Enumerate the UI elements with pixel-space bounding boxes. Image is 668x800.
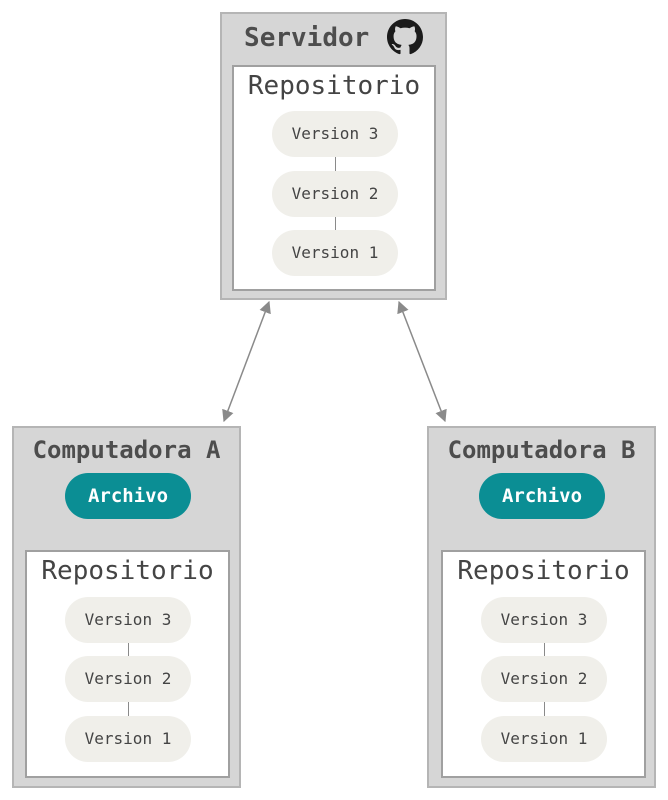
version-3-node: Version 3 [272, 111, 398, 157]
version-2-node: Version 2 [272, 171, 398, 217]
file-node-b: Archivo [479, 473, 605, 519]
computer-a-title: Computadora A [32, 436, 221, 464]
computer-b-box: Computadora B Archivo Repositorio Versio… [427, 426, 656, 788]
server-title-row: Servidor [222, 18, 445, 56]
repository-title: Repositorio [247, 71, 421, 101]
computer-b-repository: Repositorio Version 3 Version 2 Version … [441, 550, 646, 778]
sync-arrow-server-b [397, 300, 447, 423]
server-repository: Repositorio Version 3 Version 2 Version … [232, 65, 436, 291]
computer-a-repository: Repositorio Version 3 Version 2 Version … [25, 550, 230, 778]
version-1-node: Version 1 [272, 230, 398, 276]
computer-b-title: Computadora B [447, 436, 636, 464]
github-icon [386, 18, 423, 54]
sync-arrow-server-a [222, 300, 271, 423]
server-title: Servidor [244, 23, 370, 53]
repository-title: Repositorio [41, 556, 214, 586]
file-node-a: Archivo [65, 473, 191, 519]
server-box: Servidor Repositorio Version 3 Version 2… [220, 12, 447, 300]
version-1-node: Version 1 [481, 716, 607, 762]
version-2-node: Version 2 [481, 656, 607, 702]
repository-title: Repositorio [457, 556, 630, 586]
version-1-node: Version 1 [65, 716, 191, 762]
version-3-node: Version 3 [65, 597, 191, 643]
version-2-node: Version 2 [65, 656, 191, 702]
computer-a-box: Computadora A Archivo Repositorio Versio… [12, 426, 241, 788]
version-3-node: Version 3 [481, 597, 607, 643]
